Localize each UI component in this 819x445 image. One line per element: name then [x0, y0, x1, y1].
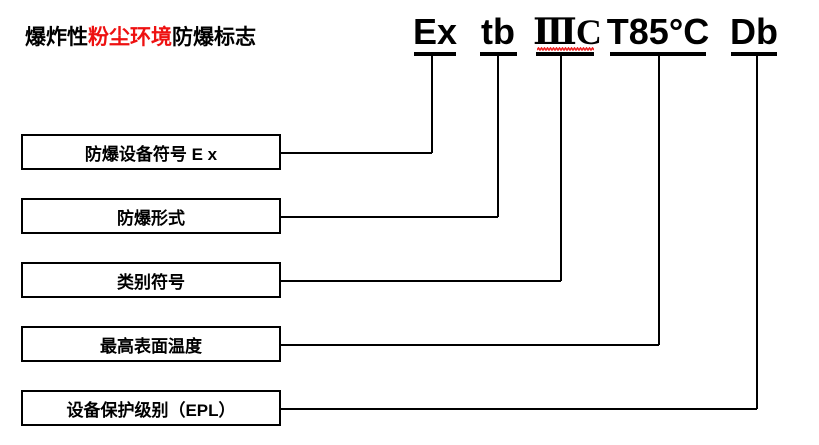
spellcheck-wavy-underline-icon [537, 47, 594, 51]
marking-underline-db [731, 52, 777, 56]
leader-vertical-iiic [560, 55, 562, 281]
marking-underline-t85 [610, 52, 706, 56]
marking-segment-t85: T85°C [604, 11, 712, 55]
marking-text-tb: tb [481, 11, 515, 52]
marking-segment-db: Db [726, 11, 782, 55]
callout-label-4: 最高表面温度 [100, 336, 202, 356]
callout-label-5: 设备保护级别（EPL） [66, 400, 236, 420]
marking-segment-iiic: ⅢC [533, 11, 602, 55]
marking-text-iiic: ⅢC [533, 12, 602, 52]
callout-label-3: 类别符号 [117, 272, 185, 292]
callout-label-2: 防爆形式 [117, 208, 185, 228]
marking-text-t85: T85°C [606, 11, 710, 52]
title-segment-1: 爆炸性 [25, 26, 88, 49]
leader-vertical-db [756, 55, 758, 409]
marking-underline-tb [480, 52, 517, 56]
title-segment-2-highlight: 粉尘环境 [88, 26, 172, 49]
marking-segment-tb: tb [474, 11, 522, 55]
callout-label-1: 防爆设备符号 E x [84, 144, 218, 164]
leader-horizontal-iiic [281, 280, 561, 282]
leader-horizontal-tb [281, 216, 498, 218]
title-segment-3: 防爆标志 [172, 26, 256, 49]
marking-underline-iiic [536, 52, 594, 56]
leader-vertical-tb [497, 55, 499, 217]
marking-segment-ex: Ex [408, 11, 462, 55]
leader-horizontal-t85 [281, 344, 659, 346]
callout-box-max-surface-temperature[interactable]: 最高表面温度 [21, 326, 281, 362]
leader-vertical-ex [431, 55, 433, 153]
marking-text-ex: Ex [412, 11, 458, 52]
marking-text-db: Db [730, 11, 778, 52]
callout-box-equipment-symbol[interactable]: 防爆设备符号 E x [21, 134, 281, 170]
marking-underline-ex [414, 52, 456, 56]
leader-horizontal-db [281, 408, 757, 410]
leader-horizontal-ex [281, 152, 432, 154]
leader-vertical-t85 [658, 55, 660, 345]
callout-box-group-symbol[interactable]: 类别符号 [21, 262, 281, 298]
callout-box-equipment-protection-level[interactable]: 设备保护级别（EPL） [21, 390, 281, 426]
page-title: 爆炸性粉尘环境防爆标志 [25, 26, 256, 50]
callout-box-protection-type[interactable]: 防爆形式 [21, 198, 281, 234]
